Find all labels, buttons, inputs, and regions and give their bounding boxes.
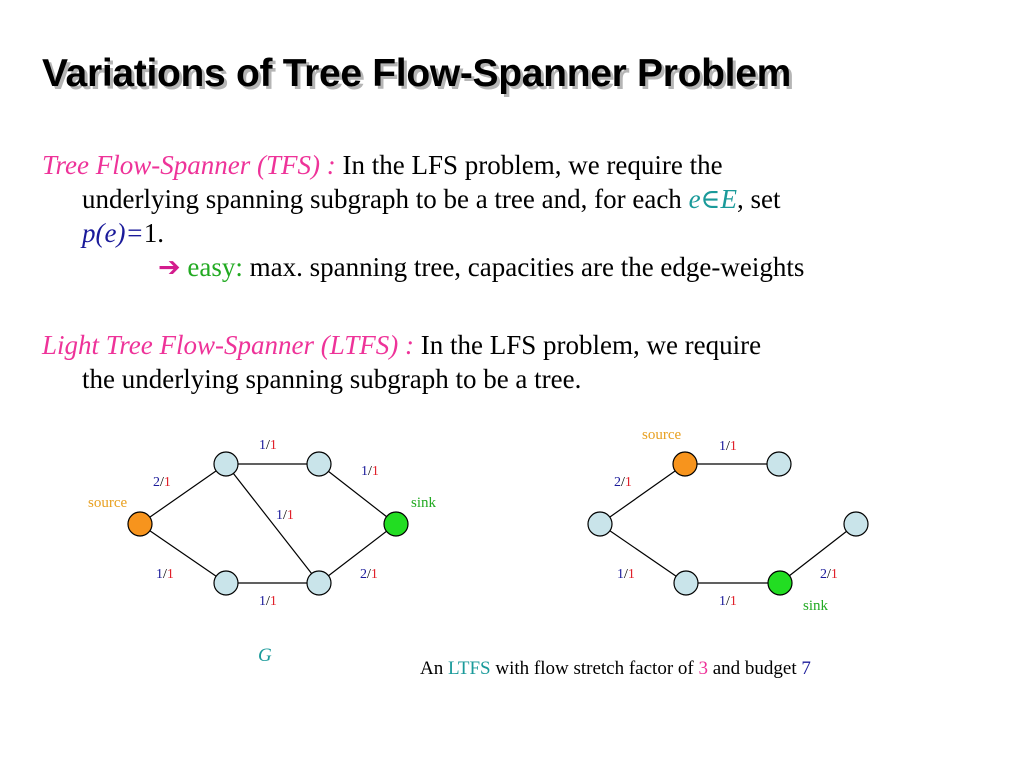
edge-label: 2/1	[153, 475, 171, 490]
edge-g-s-a	[139, 463, 227, 525]
graph-node	[587, 511, 613, 537]
graph-node	[766, 451, 792, 477]
edge-label: 2/1	[614, 475, 632, 490]
tree-caption: An LTFS with flow stretch factor of 3 an…	[420, 658, 811, 680]
caption-ltfs: LTFS	[447, 658, 491, 679]
source-label: source	[88, 495, 127, 511]
edge-t-s-l	[599, 463, 686, 525]
easy-text: max. spanning tree, capacities are the e…	[242, 252, 805, 282]
tfs-paragraph: Tree Flow-Spanner (TFS) : In the LFS pro…	[42, 148, 992, 284]
source-label: source	[642, 427, 681, 443]
graph-node	[306, 451, 332, 477]
ltfs-paragraph: Light Tree Flow-Spanner (LTFS) : In the …	[42, 328, 992, 396]
edge-label: 1/1	[617, 567, 635, 582]
caption-budget: 7	[801, 658, 811, 679]
edge-label: 1/1	[361, 464, 379, 479]
caption-pre: An	[420, 658, 448, 679]
edge-label: 2/1	[360, 567, 378, 582]
graph-node	[213, 570, 239, 596]
graph-g-name: G	[258, 645, 272, 666]
edge-g-a-d	[225, 463, 320, 584]
graph-node	[213, 451, 239, 477]
graph-node	[843, 511, 869, 537]
tfs-text-2: underlying spanning subgraph to be a tre…	[82, 184, 689, 214]
graph-node	[673, 570, 699, 596]
sink-label: sink	[803, 598, 829, 614]
edge-t-t-r	[779, 523, 857, 584]
edge-label: 1/1	[259, 594, 277, 609]
edge-g-d-t	[318, 523, 397, 584]
sink-node	[383, 511, 409, 537]
edge-label: 1/1	[276, 508, 294, 523]
tfs-pe: p(e)=	[82, 218, 144, 248]
ltfs-term: Light Tree Flow-Spanner (LTFS) :	[42, 330, 414, 360]
edge-label: 2/1	[820, 567, 838, 582]
tfs-term: Tree Flow-Spanner (TFS) :	[42, 150, 336, 180]
edge-label: 1/1	[719, 594, 737, 609]
sink-node	[767, 570, 793, 596]
easy-label: easy:	[187, 252, 243, 282]
ltfs-text-2: the underlying spanning subgraph to be a…	[82, 364, 582, 394]
ltfs-text-1: In the LFS problem, we require	[413, 330, 762, 360]
edge-label: 1/1	[259, 438, 277, 453]
source-node	[672, 451, 698, 477]
sink-label: sink	[411, 495, 437, 511]
edge-t-l-c	[599, 523, 687, 584]
slide-title: Variations of Tree Flow-Spanner Problem	[42, 52, 791, 95]
edge-label: 1/1	[156, 567, 174, 582]
graph-tree: source sink 1/1 2/1 1/1 1/1 2/1	[587, 427, 869, 614]
graph-g: source sink 2/1 1/1 1/1 1/1 1/1 1/1 2/1 …	[88, 438, 437, 666]
graph-node	[306, 570, 332, 596]
tfs-text-1: In the LFS problem, we require the	[335, 150, 723, 180]
source-node	[127, 511, 153, 537]
edge-label: 1/1	[719, 439, 737, 454]
edge-g-s-c	[139, 523, 227, 584]
tfs-text-3: , set	[737, 184, 781, 214]
tfs-e-in-E: e∈E	[688, 184, 738, 214]
tfs-text-4: 1.	[143, 218, 164, 248]
caption-mid: with flow stretch factor of	[490, 658, 699, 679]
caption-factor: 3	[698, 658, 708, 679]
edge-g-b-t	[318, 463, 397, 525]
arrow-icon: ➔	[158, 252, 181, 282]
caption-and: and budget	[707, 658, 802, 679]
